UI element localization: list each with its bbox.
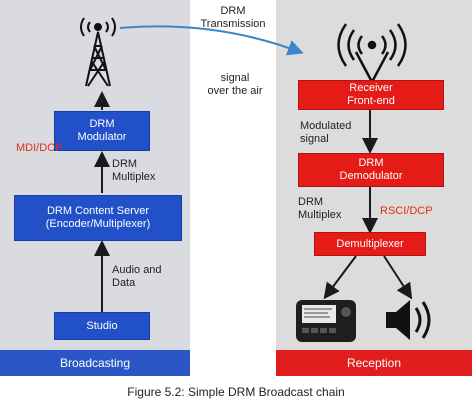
drm-multiplex-right-line1: DRM [298, 196, 324, 208]
modulated-signal-line2: signal [300, 133, 329, 145]
signal-over-air-line1: signal [220, 72, 250, 84]
radio-receiver-icon [296, 300, 356, 342]
demultiplexer-label: Demultiplexer [336, 237, 404, 250]
audio-data-line2: Data [112, 277, 136, 289]
receiver-front-end-box: Receiver Front-end [298, 80, 444, 110]
demodulator-line1: DRM [358, 157, 384, 169]
modulated-signal-label: Modulated signal [300, 120, 351, 146]
arrow-demux-to-radio [323, 255, 357, 300]
drm-modulator-line1: DRM [89, 118, 115, 130]
demodulator-line2: Demodulator [339, 170, 403, 182]
signal-over-air-line2: over the air [207, 85, 263, 97]
drm-modulator-line2: Modulator [77, 131, 127, 143]
mdi-dcp-label: MDI/DCP [16, 142, 63, 154]
drm-content-server-box: DRM Content Server (Encoder/Multiplexer) [14, 195, 182, 241]
drm-transmission-label: DRM Transmission [194, 5, 272, 31]
demultiplexer-box: Demultiplexer [314, 232, 426, 256]
drm-multiplex-left-label: DRM Multiplex [112, 158, 155, 184]
drm-multiplex-left-line2: Multiplex [112, 171, 156, 183]
studio-box: Studio [54, 312, 150, 340]
receiver-line2: Front-end [347, 95, 395, 107]
audio-data-label: Audio and Data [112, 264, 162, 290]
drm-demodulator-box: DRM Demodulator [298, 153, 444, 187]
arrow-demux-to-speaker [383, 255, 413, 300]
drm-multiplex-right-line2: Multiplex [298, 209, 342, 221]
signal-over-air-label: signal over the air [190, 72, 280, 98]
transmission-tower-icon [80, 17, 116, 87]
over-the-air-arrow [119, 25, 304, 56]
drm-multiplex-right-label: DRM Multiplex [298, 196, 341, 222]
studio-label: Studio [86, 319, 118, 332]
modulated-signal-line1: Modulated [300, 120, 352, 132]
antenna-signal-icon [337, 23, 407, 85]
content-server-line2: (Encoder/Multiplexer) [45, 218, 151, 230]
drm-modulator-box: DRM Modulator [54, 111, 150, 151]
content-server-line1: DRM Content Server [46, 205, 150, 217]
drm-transmission-line1: DRM [220, 5, 246, 17]
rsci-dcp-label: RSCI/DCP [380, 205, 433, 217]
speaker-icon [386, 300, 431, 340]
drm-multiplex-left-line1: DRM [112, 158, 138, 170]
broadcasting-footer: Broadcasting [0, 350, 190, 376]
audio-data-line1: Audio and [112, 264, 162, 276]
drm-transmission-line2: Transmission [200, 18, 266, 30]
reception-footer: Reception [276, 350, 472, 376]
receiver-line1: Receiver [349, 82, 393, 94]
figure-caption: Figure 5.2: Simple DRM Broadcast chain [127, 385, 345, 399]
